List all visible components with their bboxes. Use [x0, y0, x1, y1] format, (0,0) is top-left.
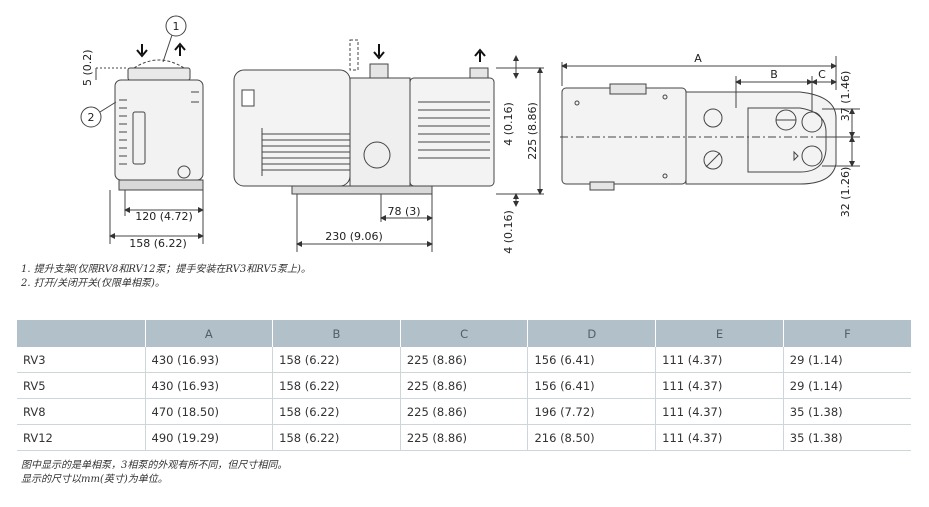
dim-120-label: 120 (4.72) — [135, 210, 193, 223]
table-cell: 470 (18.50) — [145, 398, 274, 425]
table-cell: 430 (16.93) — [145, 347, 274, 373]
dim-158-label: 158 (6.22) — [129, 237, 187, 250]
front-view — [233, 39, 544, 252]
drawing-notes: 1. 提升支架(仅限RV8和RV12泵；提手安装在RV3和RV5泵上)。 2. … — [21, 263, 311, 291]
table-row: RV3 430 (16.93) 158 (6.22) 225 (8.86) 15… — [17, 347, 911, 373]
dim-5-label: 5 (0.2) — [81, 49, 94, 86]
dim-230-label: 230 (9.06) — [325, 230, 383, 243]
table-cell: 158 (6.22) — [272, 398, 401, 425]
dim-C-label: C — [818, 68, 826, 81]
table-cell: 29 (1.14) — [783, 347, 911, 373]
dim-B-label: B — [770, 68, 778, 81]
pump-fins — [418, 101, 490, 159]
note-1: 1. 提升支架(仅限RV8和RV12泵；提手安装在RV3和RV5泵上)。 — [21, 264, 311, 275]
table-cell: 156 (6.41) — [527, 347, 657, 373]
table-cell: RV3 — [17, 347, 146, 373]
top-view — [560, 56, 860, 191]
table-cell: 111 (4.37) — [655, 424, 784, 451]
note-units: 显示的尺寸以mm(英寸)为单位。 — [21, 474, 168, 485]
table-cell: 35 (1.38) — [783, 424, 911, 451]
table-cell: 225 (8.86) — [400, 372, 529, 399]
dim-37-label: 37 (1.46) — [839, 71, 852, 122]
dim-78-label: 78 (3) — [387, 205, 420, 218]
table-cell: 111 (4.37) — [655, 398, 784, 425]
header-b: B — [272, 320, 401, 347]
table-cell: RV8 — [17, 398, 146, 425]
dimension-drawing: 1 2 5 (0.2) 120 (4.72) 158 (6.22) — [80, 15, 860, 254]
motor-fins — [261, 128, 350, 176]
table-cell: 111 (4.37) — [655, 347, 784, 373]
header-c: C — [400, 320, 529, 347]
dim-A-label: A — [694, 52, 702, 65]
dimension-table: A B C D E F RV3 430 (16.93) 158 (6.22) 2… — [17, 320, 911, 451]
dim-4-top-label: 4 (0.16) — [502, 102, 515, 146]
callout-2-label: 2 — [88, 111, 95, 124]
table-cell: 156 (6.41) — [527, 372, 657, 399]
table-cell: 225 (8.86) — [400, 424, 529, 451]
table-cell: 158 (6.22) — [272, 347, 401, 373]
table-cell: RV5 — [17, 372, 146, 399]
table-cell: 225 (8.86) — [400, 398, 529, 425]
note-2: 2. 打开/关闭开关(仅限单相泵)。 — [21, 278, 165, 289]
table-cell: 158 (6.22) — [272, 424, 401, 451]
side-view — [80, 15, 204, 244]
table-cell: 430 (16.93) — [145, 372, 274, 399]
table-cell: 490 (19.29) — [145, 424, 274, 451]
table-cell: 29 (1.14) — [783, 372, 911, 399]
table-row: RV8 470 (18.50) 158 (6.22) 225 (8.86) 19… — [17, 398, 911, 425]
table-cell: 196 (7.72) — [527, 398, 657, 425]
dim-4-bottom-label: 4 (0.16) — [502, 210, 515, 254]
header-d: D — [527, 320, 657, 347]
table-cell: 158 (6.22) — [272, 372, 401, 399]
table-cell: 216 (8.50) — [527, 424, 657, 451]
table-notes: 图中显示的是单相泵，3相泵的外观有所不同，但尺寸相同。 显示的尺寸以mm(英寸)… — [21, 459, 287, 487]
table-cell: 111 (4.37) — [655, 372, 784, 399]
table-header-row: A B C D E F — [17, 320, 911, 347]
header-model — [17, 320, 146, 347]
header-f: F — [783, 320, 911, 347]
dim-32-label: 32 (1.26) — [839, 167, 852, 218]
table-cell: 225 (8.86) — [400, 347, 529, 373]
table-cell: 35 (1.38) — [783, 398, 911, 425]
side-fins — [119, 91, 199, 165]
callout-1-label: 1 — [173, 20, 180, 33]
header-e: E — [655, 320, 784, 347]
table-row: RV12 490 (19.29) 158 (6.22) 225 (8.86) 2… — [17, 424, 911, 451]
dim-225-label: 225 (8.86) — [526, 102, 539, 160]
note-phase: 图中显示的是单相泵，3相泵的外观有所不同，但尺寸相同。 — [21, 460, 288, 471]
header-a: A — [145, 320, 274, 347]
table-row: RV5 430 (16.93) 158 (6.22) 225 (8.86) 15… — [17, 372, 911, 399]
table-cell: RV12 — [17, 424, 146, 451]
